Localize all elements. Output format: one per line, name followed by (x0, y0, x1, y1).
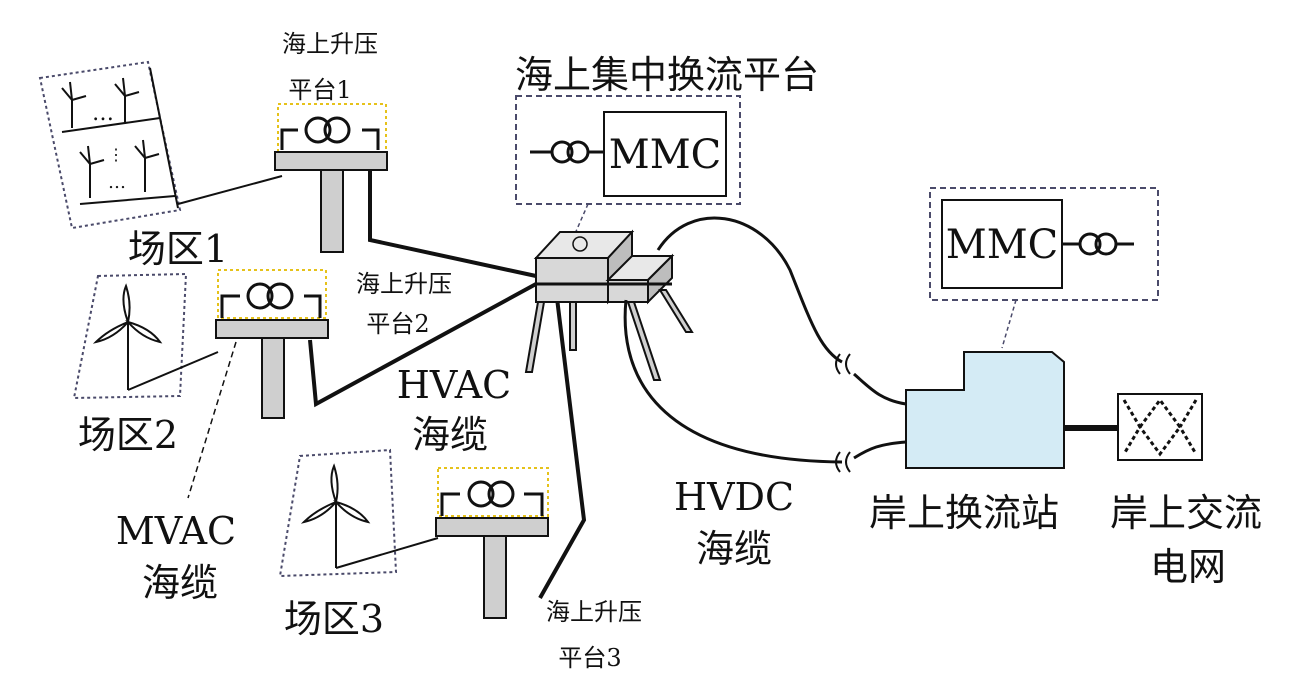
grid-mesh-icon (1122, 397, 1198, 457)
cables (127, 170, 587, 599)
booster2-highlight (217, 269, 327, 319)
booster3-label-line2: 平台3 (558, 644, 621, 672)
booster-platform-2 (215, 269, 329, 419)
zone3-wind-farm (278, 448, 398, 578)
hvac-label-line2: 海缆 (412, 413, 488, 457)
onshore-grid-label-line2: 电网 (1150, 545, 1226, 589)
wind-turbine-icon (79, 145, 105, 198)
transformer-icon (246, 282, 274, 310)
transformer-icon (304, 116, 332, 144)
central-platform-label: 海上集中换流平台 (515, 53, 819, 97)
hvac-label-line1: HVAC (397, 363, 512, 407)
booster3-label-line1: 海上升压 (546, 598, 642, 626)
onshore-mmc-box-outline (929, 187, 1159, 301)
wind-turbine-icon (300, 463, 371, 568)
zone1-wind-farm: … ⋮ … (38, 60, 182, 230)
wind-turbine-icon (114, 77, 140, 124)
wind-turbine-icon (134, 139, 160, 192)
platform-symbol-icon (572, 236, 588, 252)
onshore-grid-label-line1: 岸上交流 (1110, 491, 1262, 535)
central-mmc-box (603, 111, 727, 197)
mvac-label-line1: MVAC (116, 509, 236, 553)
transformer-icon (487, 480, 515, 508)
onshore-mmc-box (941, 199, 1063, 289)
booster-platform-1 (274, 103, 388, 253)
onshore-station-building (905, 351, 1065, 469)
labels: 海上升压 平台1 海上集中换流平台 场区1 海上升压 平台2 HVAC 海缆 场… (78, 30, 1262, 672)
transformer-icon (266, 282, 294, 310)
ellipsis: … (108, 172, 126, 193)
vertical-ellipsis: ⋮ (108, 145, 124, 164)
grid-box (1117, 393, 1203, 461)
central-converter-platform: MMC (515, 95, 741, 381)
booster1-highlight (277, 103, 387, 153)
central-mmc-label: MMC (609, 132, 722, 178)
central-platform-box (515, 95, 741, 205)
zone3-label: 场区3 (284, 597, 384, 641)
onshore-converter-station: MMC (905, 187, 1159, 469)
booster1-label-line1: 海上升压 (282, 30, 378, 58)
booster-platform-3 (435, 467, 549, 619)
zone1-label: 场区1 (128, 227, 228, 271)
transformer-icon (550, 140, 574, 164)
wind-turbine-icon (92, 283, 163, 390)
wind-turbine-icon (61, 81, 87, 128)
booster3-highlight (437, 467, 549, 517)
transformer-icon (1078, 232, 1102, 256)
zone2-label: 场区2 (78, 413, 178, 457)
onshore-ac-grid (1117, 393, 1203, 461)
booster1-label-line2: 平台1 (288, 76, 351, 104)
hvdc-label-line1: HVDC (674, 475, 794, 519)
zone3-dashed-box (278, 448, 398, 578)
transformer-icon (467, 480, 495, 508)
ellipsis: … (92, 101, 114, 126)
zone1-dashed-box (38, 60, 182, 230)
hvdc-label-line2: 海缆 (696, 527, 772, 571)
hvdc-cables (623, 216, 907, 473)
onshore-station-label: 岸上换流站 (869, 491, 1059, 535)
mvac-label-line2: 海缆 (142, 561, 218, 605)
onshore-mmc-label: MMC (946, 222, 1059, 268)
booster2-label-line1: 海上升压 (356, 270, 452, 298)
transformer-icon (323, 116, 351, 144)
booster2-label-line2: 平台2 (366, 310, 429, 338)
zone2-dashed-box (72, 272, 188, 400)
zone2-wind-farm (72, 272, 188, 400)
